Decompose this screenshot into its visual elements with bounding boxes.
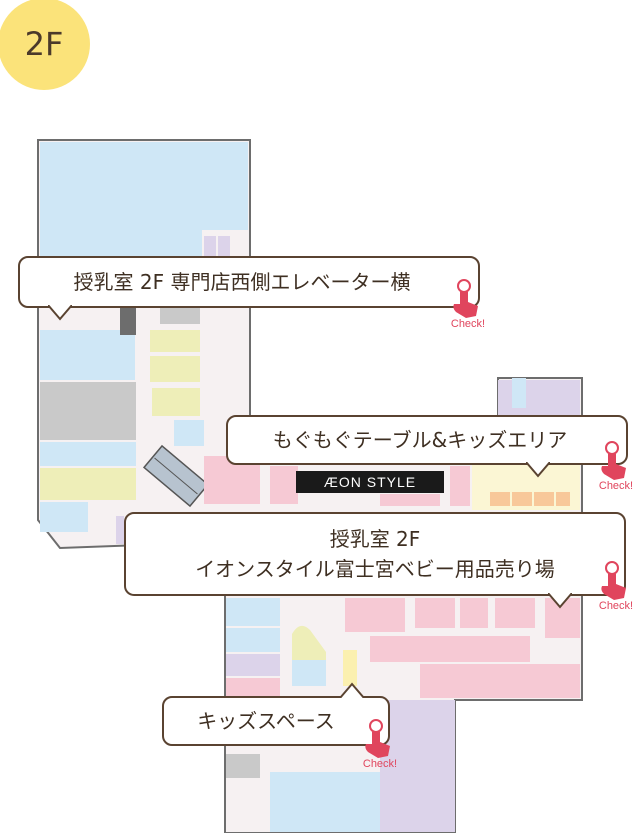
floor-badge: 2F [0, 0, 90, 90]
shop-lower-left-purple [226, 654, 280, 676]
shop-purple-small2 [218, 236, 230, 258]
store-sign-bg [296, 471, 444, 493]
callout-nursing-room-baby[interactable]: 授乳室 2F イオンスタイル富士宮ベビー用品売り場 [124, 512, 626, 596]
aeon-style-sign: ÆON STYLE [296, 471, 444, 493]
shop-lower-left-blue2 [226, 628, 280, 652]
shop-lower-pink4 [495, 598, 535, 628]
callout-text: 授乳室 2F 専門店西側エレベーター横 [73, 270, 411, 294]
shop-pink-c [380, 494, 440, 506]
check-label: Check! [362, 758, 398, 770]
shop-lower-bottom-blue [270, 772, 380, 832]
shop-center-yellow3 [152, 388, 200, 416]
check-button-2[interactable]: Check! [586, 440, 640, 500]
shop-left-upper2 [120, 230, 202, 260]
shop-right-purple-top [498, 380, 580, 416]
shop-lower-pink5 [370, 636, 530, 662]
callout-pointer [526, 462, 550, 478]
callout-line2: イオンスタイル富士宮ベビー用品売り場 [195, 557, 555, 581]
shop-left-blue2 [40, 442, 136, 466]
escalator-diagonal [142, 444, 210, 508]
shop-purple-small1 [204, 236, 216, 258]
shop-left-top [40, 142, 248, 230]
shop-lower-left-blue1 [226, 598, 280, 626]
shop-left-bottom-purple [116, 516, 124, 544]
shop-left-yellow [40, 468, 136, 500]
shop-lower-pink6 [420, 664, 580, 698]
callout-text: もぐもぐテーブル&キッズエリア [272, 428, 568, 452]
shop-left-gray [40, 382, 136, 440]
shop-lower-pink3 [460, 598, 488, 628]
shop-center-gray [160, 306, 200, 324]
shop-left-bottom [40, 502, 88, 532]
shop-lower-blue-mini [292, 660, 326, 686]
check-button-1[interactable]: Check! [438, 278, 498, 338]
check-button-3[interactable]: Check! [586, 560, 640, 620]
shop-center-blue [174, 420, 204, 446]
pointing-hand-icon [453, 279, 478, 318]
callout-kids-space[interactable]: キッズスペース [162, 696, 390, 746]
callout-pointer [340, 682, 364, 698]
pointing-hand-icon [601, 441, 626, 480]
shop-lower-bottom-purple [380, 700, 455, 832]
shop-center-yellow1 [150, 330, 200, 352]
aeon-style-text: ÆON STYLE [323, 474, 417, 490]
kids-area-tables [490, 492, 570, 506]
escalator-left [120, 305, 136, 335]
check-label: Check! [450, 318, 486, 330]
callout-nursing-room-elevator[interactable]: 授乳室 2F 専門店西側エレベーター横 [18, 256, 480, 308]
callout-pointer [548, 593, 572, 609]
callout-mogumogu-table[interactable]: もぐもぐテーブル&キッズエリア [226, 415, 628, 465]
shop-lower-yellow [292, 625, 326, 660]
shop-left-mid [40, 330, 135, 380]
callout-pointer [48, 305, 72, 321]
shop-lower-left-gray [226, 754, 260, 778]
check-label: Check! [598, 480, 634, 492]
floor-label: 2F [24, 25, 64, 63]
callout-text: キッズスペース [197, 709, 335, 733]
pointing-hand-icon [601, 561, 626, 600]
shop-pink-b [270, 466, 298, 504]
shop-lower-pink1 [345, 598, 405, 632]
shop-right-blue-strip [512, 378, 526, 408]
pointing-hand-icon [365, 719, 390, 758]
shop-pink-d [450, 466, 470, 506]
check-label: Check! [598, 600, 634, 612]
kids-space-area [343, 650, 357, 686]
shop-center-yellow2 [150, 356, 200, 382]
callout-line1: 授乳室 2F [329, 527, 421, 551]
check-button-4[interactable]: Check! [350, 718, 410, 778]
shop-lower-pink2 [415, 598, 455, 628]
